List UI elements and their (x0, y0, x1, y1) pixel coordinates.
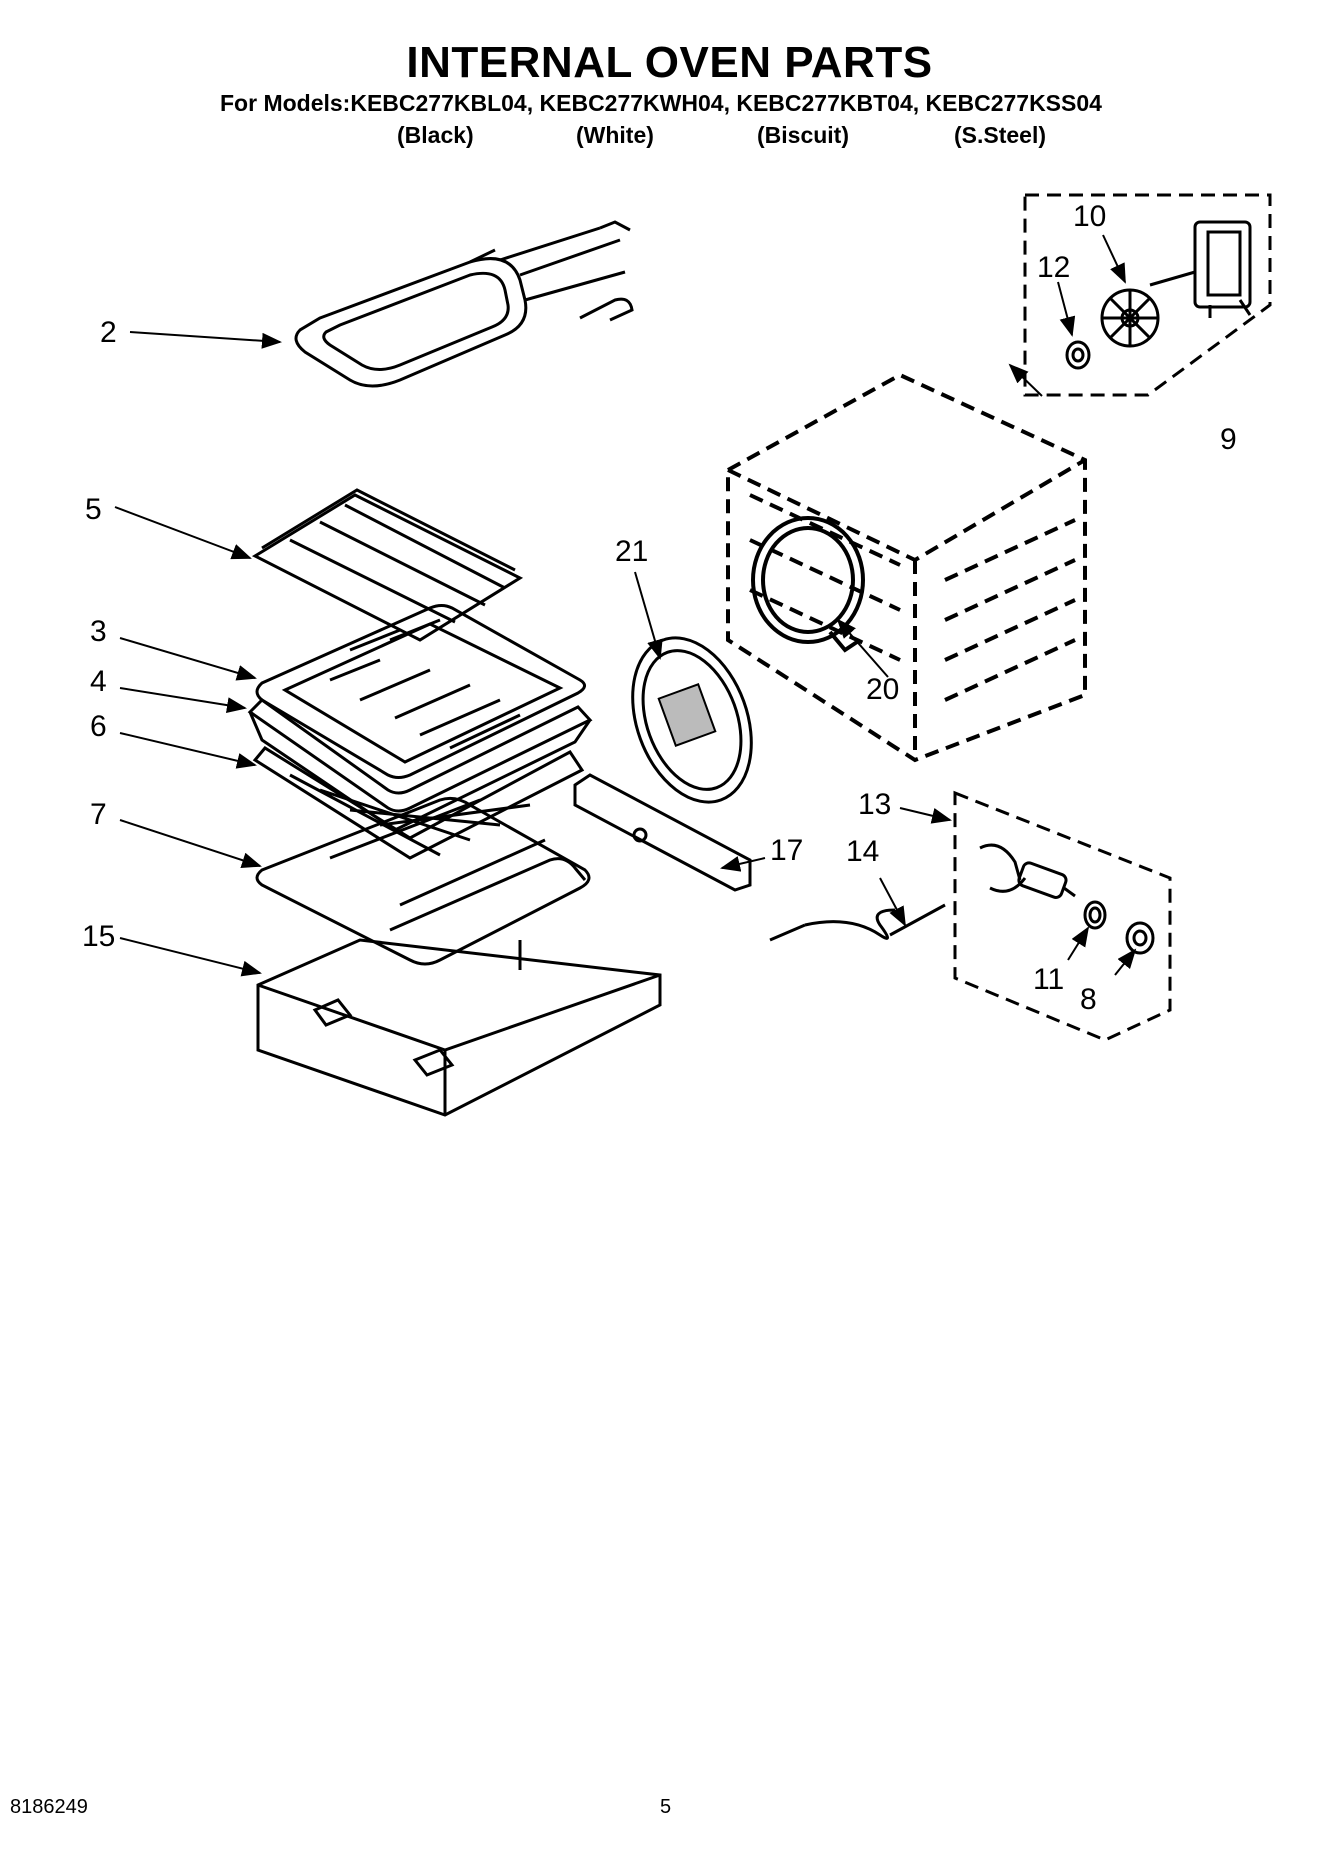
page-title: INTERNAL OVEN PARTS (406, 38, 933, 87)
fan-blade-part (1100, 288, 1160, 348)
callout-7: 7 (90, 798, 107, 831)
sensor-nut-part (1125, 921, 1155, 955)
callout-6: 6 (90, 710, 107, 743)
fan-cover-part (631, 636, 753, 804)
callout-10: 10 (1073, 200, 1107, 233)
fan-motor-part (1149, 220, 1252, 318)
meat-probe-part (769, 903, 946, 942)
variant-white: (White) (576, 122, 654, 148)
temperature-sensor-part (979, 843, 1076, 899)
bottom-tray-part (256, 938, 662, 1117)
variant-steel: (S.Steel) (954, 122, 1047, 148)
model-list: For Models:KEBC277KBL04, KEBC277KWH04, K… (220, 90, 1102, 116)
fan-nut-part (1065, 340, 1091, 370)
sensor-washer-part (1083, 900, 1107, 930)
broil-element-part (294, 220, 634, 388)
callout-14: 14 (846, 835, 880, 868)
callout-2: 2 (100, 316, 117, 349)
grill-rack-part (251, 488, 524, 642)
oven-rack-part (252, 746, 585, 860)
callout-13: 13 (858, 788, 892, 821)
callout-4: 4 (90, 665, 107, 698)
variant-black: (Black) (397, 122, 474, 148)
broiler-pan-part (247, 698, 593, 832)
callout-21: 21 (615, 535, 649, 568)
convection-element-part (751, 516, 865, 653)
callout-17: 17 (770, 834, 804, 867)
leader-arrows (114, 234, 1137, 977)
mounting-bracket-part (573, 773, 752, 892)
callout-12: 12 (1037, 251, 1071, 284)
document-number: 8186249 (10, 1796, 88, 1818)
callout-20: 20 (866, 673, 900, 706)
callout-8: 8 (1080, 983, 1097, 1016)
callout-5: 5 (85, 493, 102, 526)
page-number: 5 (660, 1796, 672, 1818)
callout-15: 15 (82, 920, 116, 953)
callout-9: 9 (1220, 423, 1237, 456)
sensor-group-outline (953, 790, 1172, 1042)
callout-11: 11 (1033, 963, 1065, 996)
oven-cavity-outline (726, 372, 1087, 763)
variant-biscuit: (Biscuit) (757, 122, 849, 148)
fan-motor-group-outline (1023, 193, 1272, 397)
bake-element-part (255, 796, 591, 970)
broiler-pan-top-part (255, 604, 586, 779)
callout-3: 3 (90, 615, 107, 648)
